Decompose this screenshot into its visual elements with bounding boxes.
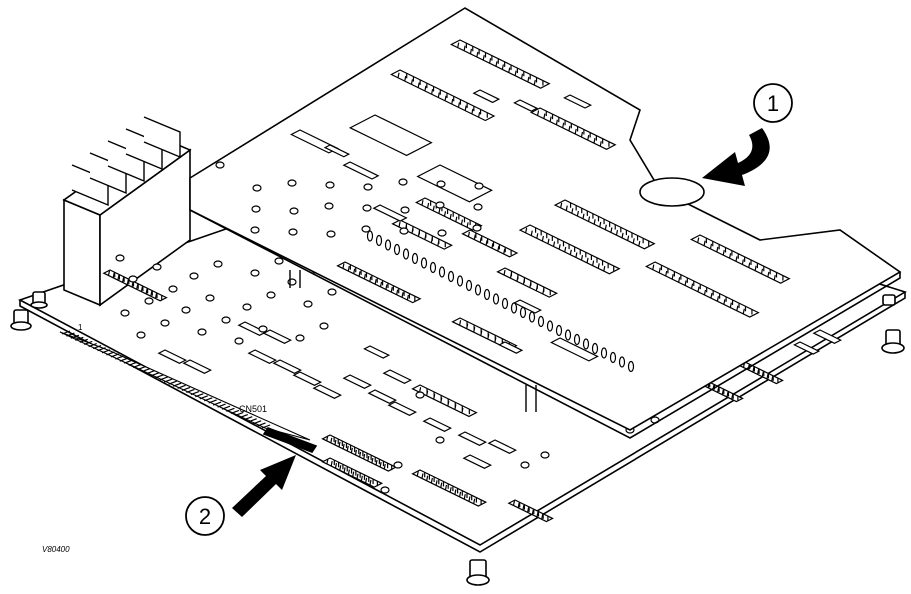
cn501-connector: [262, 427, 318, 453]
spacer-posts: [289, 270, 537, 412]
heatsink: [62, 116, 192, 307]
daughter-board: [189, 7, 902, 439]
lower-board-components: [102, 254, 843, 523]
callout-2: 2: [185, 455, 296, 536]
standoff-bottom: [466, 559, 490, 586]
standoff-left-front: [10, 309, 32, 331]
arrow-icon: [702, 128, 770, 186]
standoff-left: [30, 291, 48, 309]
pin-marker: 1: [78, 323, 83, 332]
arrow-icon: [232, 455, 296, 517]
connector-label: CN501: [239, 404, 267, 414]
standoff-right: [881, 329, 905, 354]
daughter-board-components: [215, 39, 791, 373]
figure-code: V80400: [42, 545, 70, 554]
callout-1: 1: [702, 83, 793, 186]
edge-fingers: [61, 330, 271, 429]
standoff-right-top: [882, 294, 896, 306]
standoffs: [10, 291, 905, 586]
board-cutout: [639, 177, 705, 207]
callout-2-number: 2: [199, 504, 211, 529]
callout-1-number: 1: [767, 91, 779, 116]
